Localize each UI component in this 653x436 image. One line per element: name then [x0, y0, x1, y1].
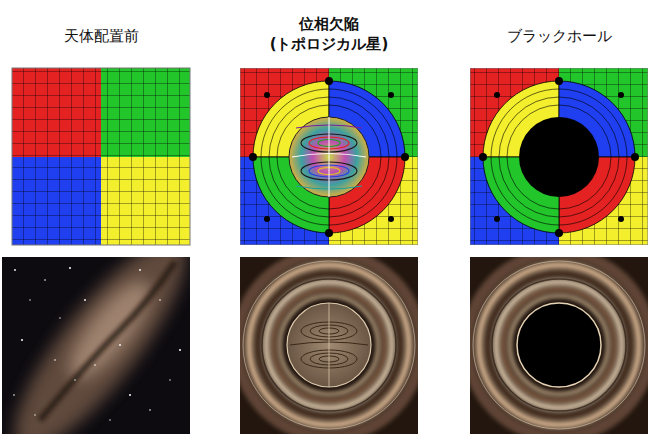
- blackhole-image: [470, 257, 648, 434]
- event-horizon: [519, 117, 599, 197]
- black-hole-shadow: [517, 303, 601, 387]
- spacetime-grid: [12, 68, 190, 245]
- blackhole-grid: [470, 68, 648, 245]
- column-heading: 位相欠陥 (トポロジカル星): [244, 14, 414, 55]
- panel-border: [470, 68, 648, 245]
- core-swirls: [290, 303, 368, 387]
- galactic-band: [2, 257, 190, 434]
- panel-border: [240, 68, 418, 245]
- defect-core: [289, 117, 369, 197]
- column-heading: 天体配置前: [64, 26, 139, 46]
- galactic-glow: [57, 270, 162, 389]
- grid-lines: [12, 68, 190, 245]
- light-rings: [240, 257, 418, 434]
- defect-core: [287, 303, 371, 387]
- milky-way-photo: [2, 257, 190, 434]
- stars: [13, 267, 181, 421]
- light-rings: [470, 257, 648, 434]
- dust-lane: [40, 262, 175, 420]
- core-swirls: [292, 117, 366, 197]
- colour-ring: [470, 68, 648, 245]
- lensing-image: [240, 257, 418, 434]
- colour-ring: [240, 68, 418, 245]
- defect-grid: [240, 68, 418, 245]
- panel-border: [12, 68, 190, 245]
- column-heading: ブラックホール: [507, 26, 612, 46]
